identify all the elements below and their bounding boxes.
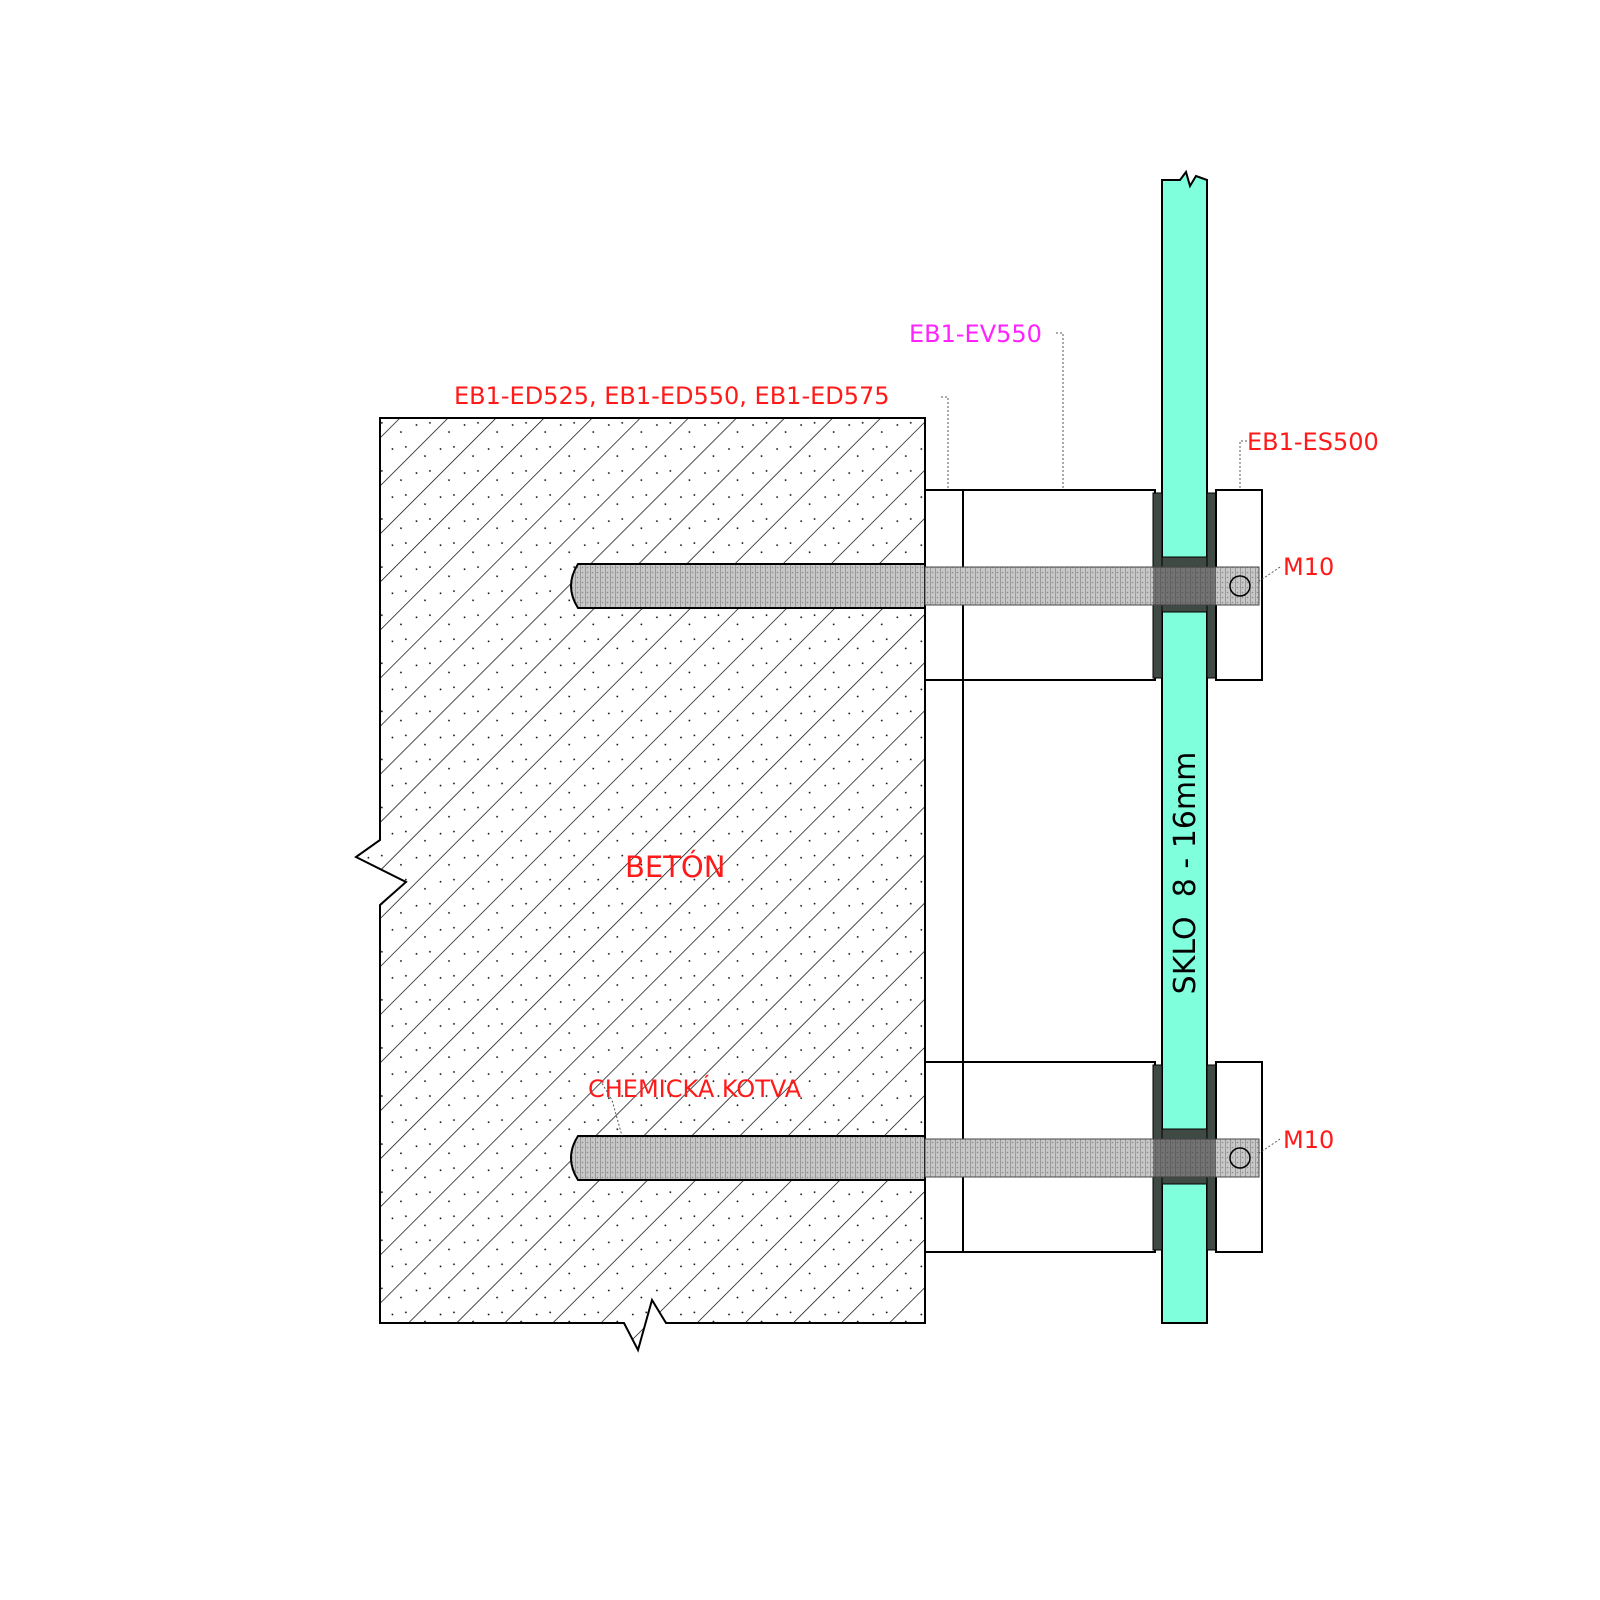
cap-label: EB1-ES500 [1247, 428, 1379, 456]
spacer-label: EB1-EV550 [909, 320, 1042, 348]
leader-anchor [599, 1079, 623, 1137]
leader-bolt-top [1257, 566, 1281, 583]
leader-cap [1239, 440, 1247, 490]
threaded-rod-bottom [570, 1135, 1260, 1181]
leader-spacer [1056, 332, 1064, 490]
distance-label: EB1-ED525, EB1-ED550, EB1-ED575 [454, 382, 890, 410]
leader-lines [599, 332, 1281, 1155]
concrete-block [354, 417, 926, 1353]
leader-bolt-bottom [1257, 1138, 1281, 1155]
glass-label: SKLO 8 - 16mm [1168, 752, 1203, 995]
anchor-label: CHEMICKÁ KOTVA [588, 1074, 802, 1103]
threaded-rod-top [570, 563, 1260, 609]
concrete-label: BETÓN [625, 850, 725, 884]
glass-pane [1161, 169, 1208, 1324]
leader-distance [941, 396, 949, 490]
bolt-top-label: M10 [1283, 553, 1334, 581]
bolt-bottom-label: M10 [1283, 1126, 1334, 1154]
